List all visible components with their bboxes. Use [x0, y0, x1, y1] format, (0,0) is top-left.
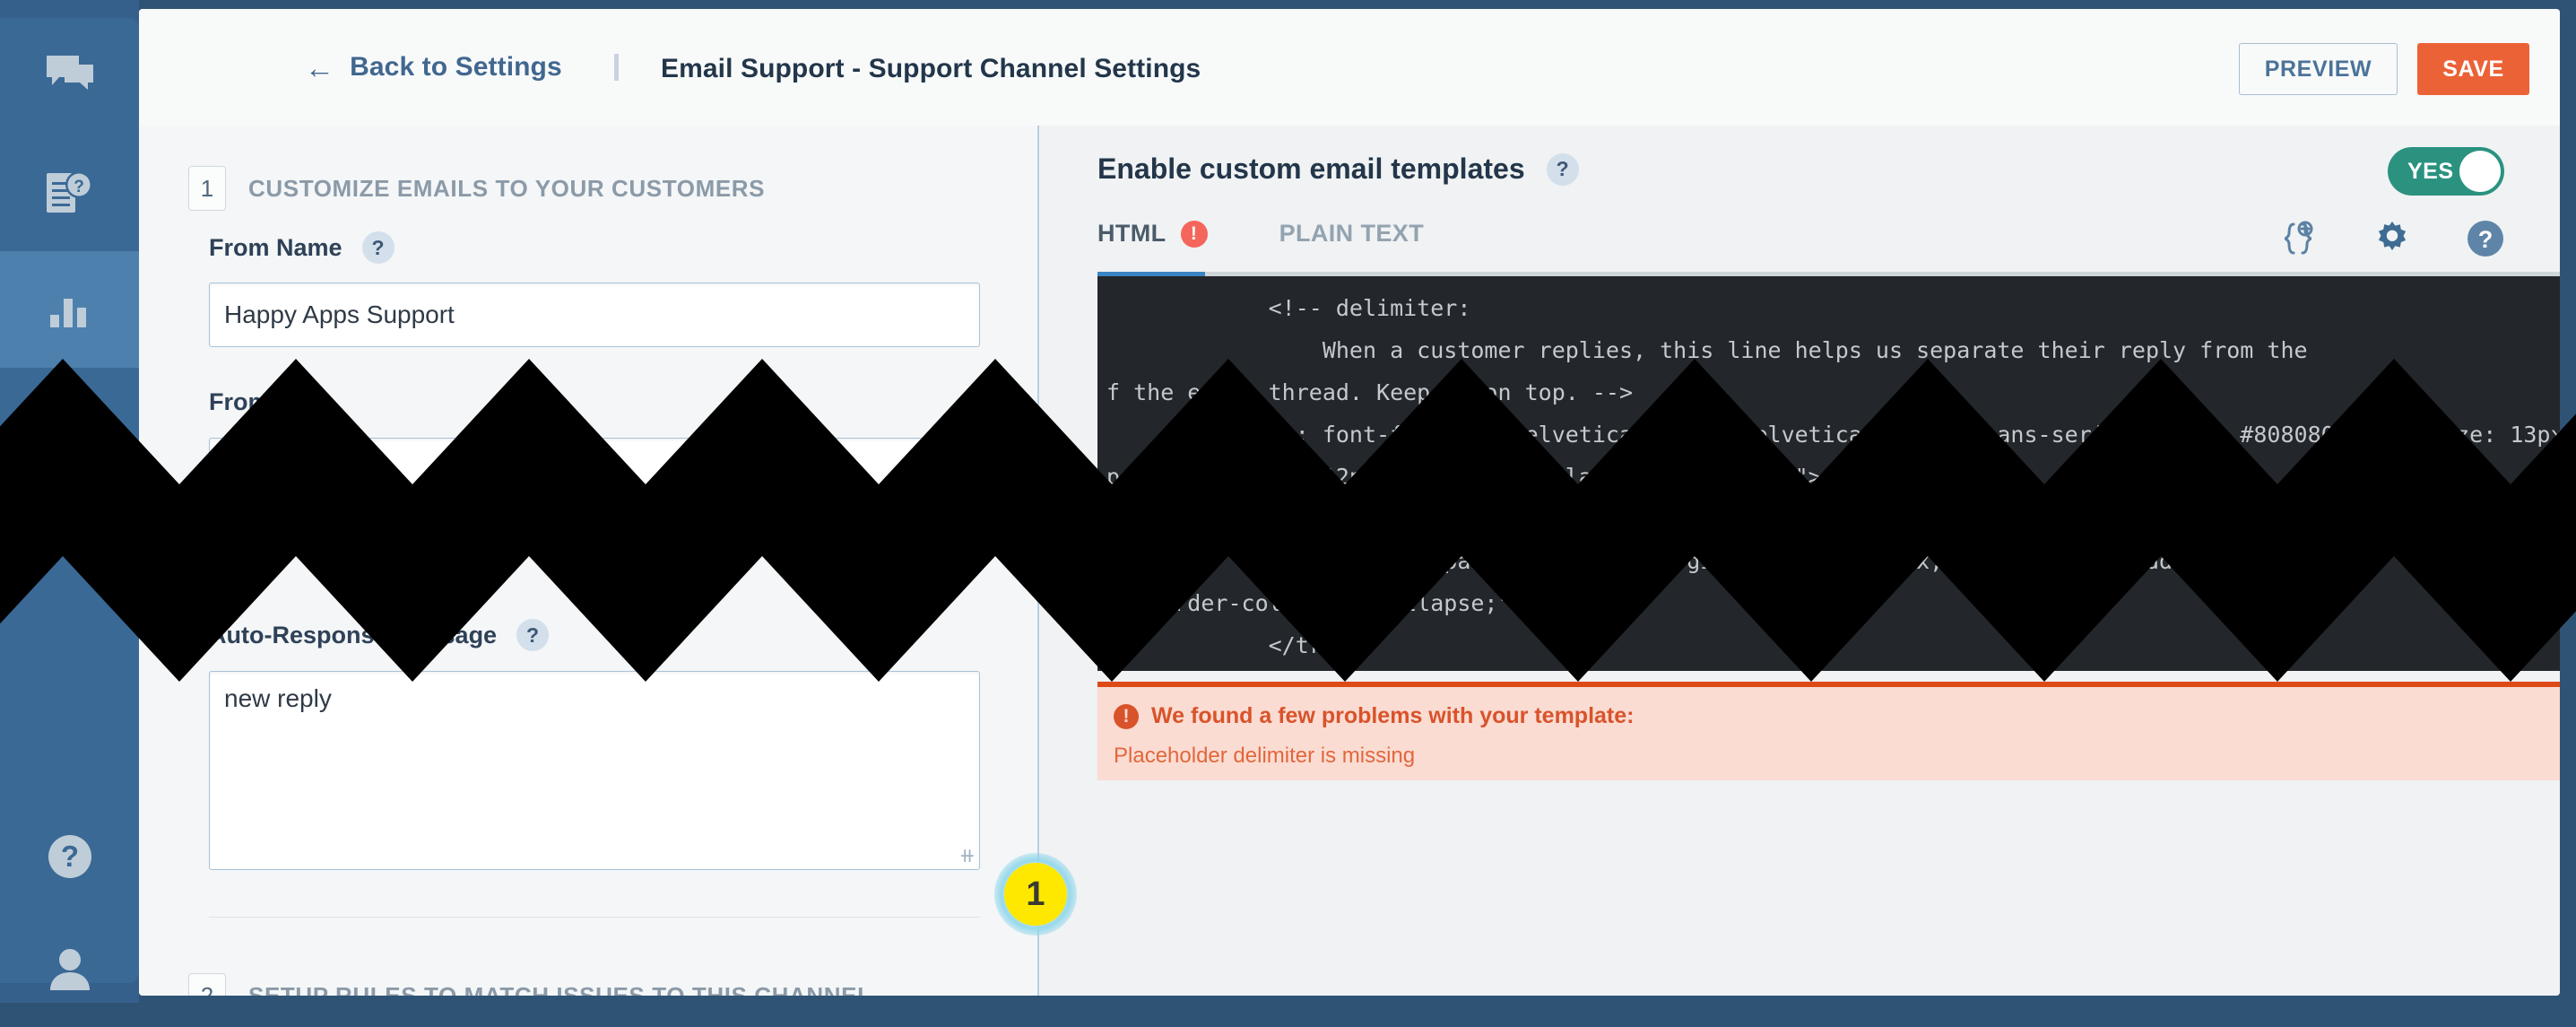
from-name-value: Happy Apps Support: [224, 300, 455, 328]
help-circle-icon: ?: [47, 833, 93, 880]
auto-response-help-icon[interactable]: ?: [516, 619, 550, 651]
code-line: <!-- delimiter:: [1106, 295, 1471, 321]
conversations-icon: [45, 54, 95, 99]
error-detail: Placeholder delimiter is missing: [1114, 744, 1416, 768]
rail-item-reports[interactable]: [0, 251, 139, 368]
svg-text:?: ?: [2478, 226, 2494, 253]
form-divider: [209, 917, 980, 918]
section-2-label: SETUP RULES TO MATCH ISSUES TO THIS CHAN…: [248, 981, 872, 997]
section-1-number: 1: [188, 166, 226, 211]
from-email-label-row: From ?: [209, 386, 322, 418]
template-title: Enable custom email templates: [1097, 152, 1525, 185]
back-arrow-icon: ←: [305, 50, 335, 84]
main-card: ← Back to Settings Email Support - Suppo…: [139, 9, 2560, 996]
error-headline: We found a few problems with your templa…: [1151, 703, 1635, 728]
reports-icon: [48, 292, 91, 327]
from-name-help-icon[interactable]: ?: [361, 231, 395, 264]
back-to-settings-label: Back to Settings: [350, 52, 562, 82]
code-line: f the email thread. Keep it on top. -->: [1106, 379, 1633, 405]
save-button[interactable]: SAVE: [2417, 43, 2529, 95]
auto-response-label: Auto-Response Message: [209, 621, 498, 648]
person-icon: [47, 947, 93, 990]
gear-icon[interactable]: [2373, 220, 2411, 257]
auto-response-label-row: Auto-Response Message ?: [209, 619, 550, 651]
section-setup-rules: 2 SETUP RULES TO MATCH ISSUES TO THIS CH…: [188, 973, 872, 996]
from-email-input[interactable]: [209, 438, 980, 502]
resize-grip-icon[interactable]: ⧺: [958, 844, 976, 866]
tab-html-error-badge: !: [1180, 220, 1208, 248]
code-line: </td>: [1106, 506, 1336, 532]
content-split: 1 CUSTOMIZE EMAILS TO YOUR CUSTOMERS Fro…: [139, 126, 2560, 996]
settings-form-pane: 1 CUSTOMIZE EMAILS TO YOUR CUSTOMERS Fro…: [139, 126, 1039, 996]
code-line: <td class="expander" style="margin: 0; w…: [1106, 548, 2335, 574]
from-name-input[interactable]: Happy Apps Support: [209, 283, 980, 347]
tab-html-label: HTML: [1097, 220, 1167, 247]
svg-text:?: ?: [60, 840, 78, 873]
insert-placeholder-icon[interactable]: [2278, 219, 2318, 258]
template-title-row: Enable custom email templates ?: [1097, 152, 1579, 186]
step-marker-1: 1: [994, 853, 1077, 936]
tab-plain-text-label: PLAIN TEXT: [1279, 220, 1425, 247]
app-rail: ? ?: [0, 0, 139, 1003]
knowledge-base-icon: ?: [45, 170, 95, 216]
tab-html[interactable]: HTML !: [1097, 220, 1208, 253]
code-line: normal; font-family: 'Helvetica Neue', H…: [1106, 422, 2560, 448]
back-to-settings-link[interactable]: ← Back to Settings: [305, 52, 562, 83]
code-line: padding: 16px 0 12px 0; border-collapse:…: [1106, 464, 1822, 490]
section-customize-emails: 1 CUSTOMIZE EMAILS TO YOUR CUSTOMERS: [188, 166, 765, 211]
template-tabs: HTML ! PLAIN TEXT: [1097, 220, 1424, 253]
code-line: 0; border-collapse: collapse;"></td>: [1106, 590, 1592, 616]
auto-response-textarea[interactable]: new reply ⧺: [209, 671, 980, 870]
section-1-label: CUSTOMIZE EMAILS TO YOUR CUSTOMERS: [248, 174, 766, 202]
code-body: <!-- delimiter: When a customer replies,…: [1097, 287, 2560, 666]
email-template-pane: Enable custom email templates ? YES HTML…: [1039, 126, 2560, 996]
section-2-number: 2: [188, 973, 226, 996]
header-actions: PREVIEW SAVE: [2239, 43, 2529, 95]
page-header: ← Back to Settings Email Support - Suppo…: [139, 9, 2560, 126]
rail-item-conversations[interactable]: [0, 18, 139, 135]
template-help-icon[interactable]: ?: [1546, 152, 1579, 186]
error-icon: !: [1114, 703, 1139, 729]
toggle-knob: [2459, 151, 2501, 192]
toggle-label: YES: [2407, 158, 2454, 184]
preview-button[interactable]: PREVIEW: [2239, 43, 2398, 95]
tab-plain-text[interactable]: PLAIN TEXT: [1279, 220, 1425, 253]
enable-templates-toggle[interactable]: YES: [2388, 147, 2504, 196]
tab-underline: [1097, 272, 2560, 276]
tab-active-indicator: [1097, 272, 1205, 276]
rail-item-account[interactable]: [0, 910, 139, 1027]
template-error-panel: ! We found a few problems with your temp…: [1097, 682, 2560, 780]
code-line: </tr>: [1106, 632, 1336, 658]
page-title: Email Support - Support Channel Settings: [661, 54, 1201, 83]
from-name-label: From Name: [209, 233, 343, 261]
editor-toolbar: ?: [2278, 219, 2504, 258]
from-name-label-row: From Name ?: [209, 231, 395, 264]
rail-item-help[interactable]: ?: [0, 798, 139, 915]
header-divider: [614, 54, 619, 81]
html-template-editor[interactable]: <!-- delimiter: When a customer replies,…: [1097, 276, 2560, 671]
rail-item-knowledge-base[interactable]: ?: [0, 135, 139, 251]
code-line: When a customer replies, this line helps…: [1106, 337, 2308, 363]
from-email-label: From: [209, 387, 270, 415]
auto-response-value: new reply: [224, 684, 332, 712]
help-circle-icon[interactable]: ?: [2467, 220, 2504, 257]
error-headline-row: ! We found a few problems with your temp…: [1114, 703, 2560, 729]
marker-number: 1: [1004, 863, 1067, 926]
svg-text:?: ?: [74, 178, 84, 196]
from-email-help-icon[interactable]: ?: [289, 386, 322, 418]
